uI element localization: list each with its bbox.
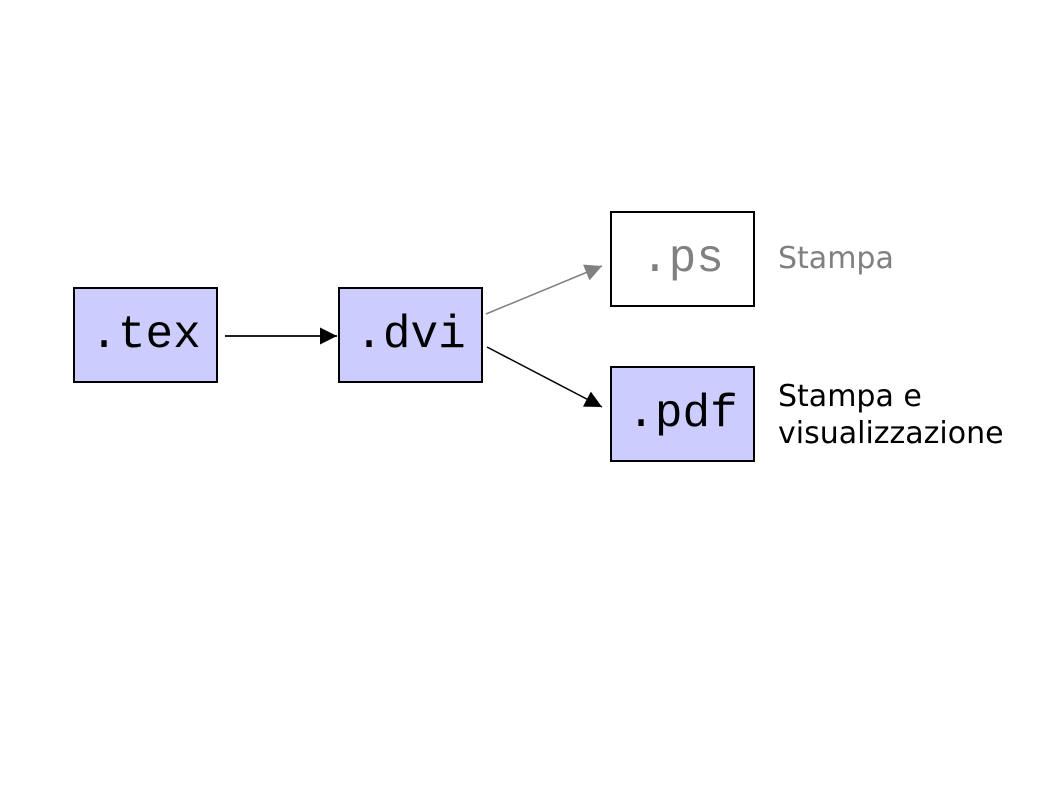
node-dvi-label: .dvi bbox=[355, 309, 466, 361]
annotation-pdf: Stampa e visualizzazione bbox=[778, 379, 1004, 451]
edge-dvi-to-pdf bbox=[486, 346, 603, 408]
edge-dvi-to-ps bbox=[485, 264, 603, 315]
annotation-ps: Stampa bbox=[778, 241, 894, 276]
node-pdf: .pdf bbox=[610, 366, 755, 462]
node-tex: .tex bbox=[73, 287, 218, 383]
node-ps: .ps bbox=[610, 211, 755, 307]
node-tex-label: .tex bbox=[90, 309, 201, 361]
node-ps-label: .ps bbox=[641, 233, 724, 285]
node-dvi: .dvi bbox=[338, 287, 483, 383]
node-pdf-label: .pdf bbox=[627, 388, 738, 440]
